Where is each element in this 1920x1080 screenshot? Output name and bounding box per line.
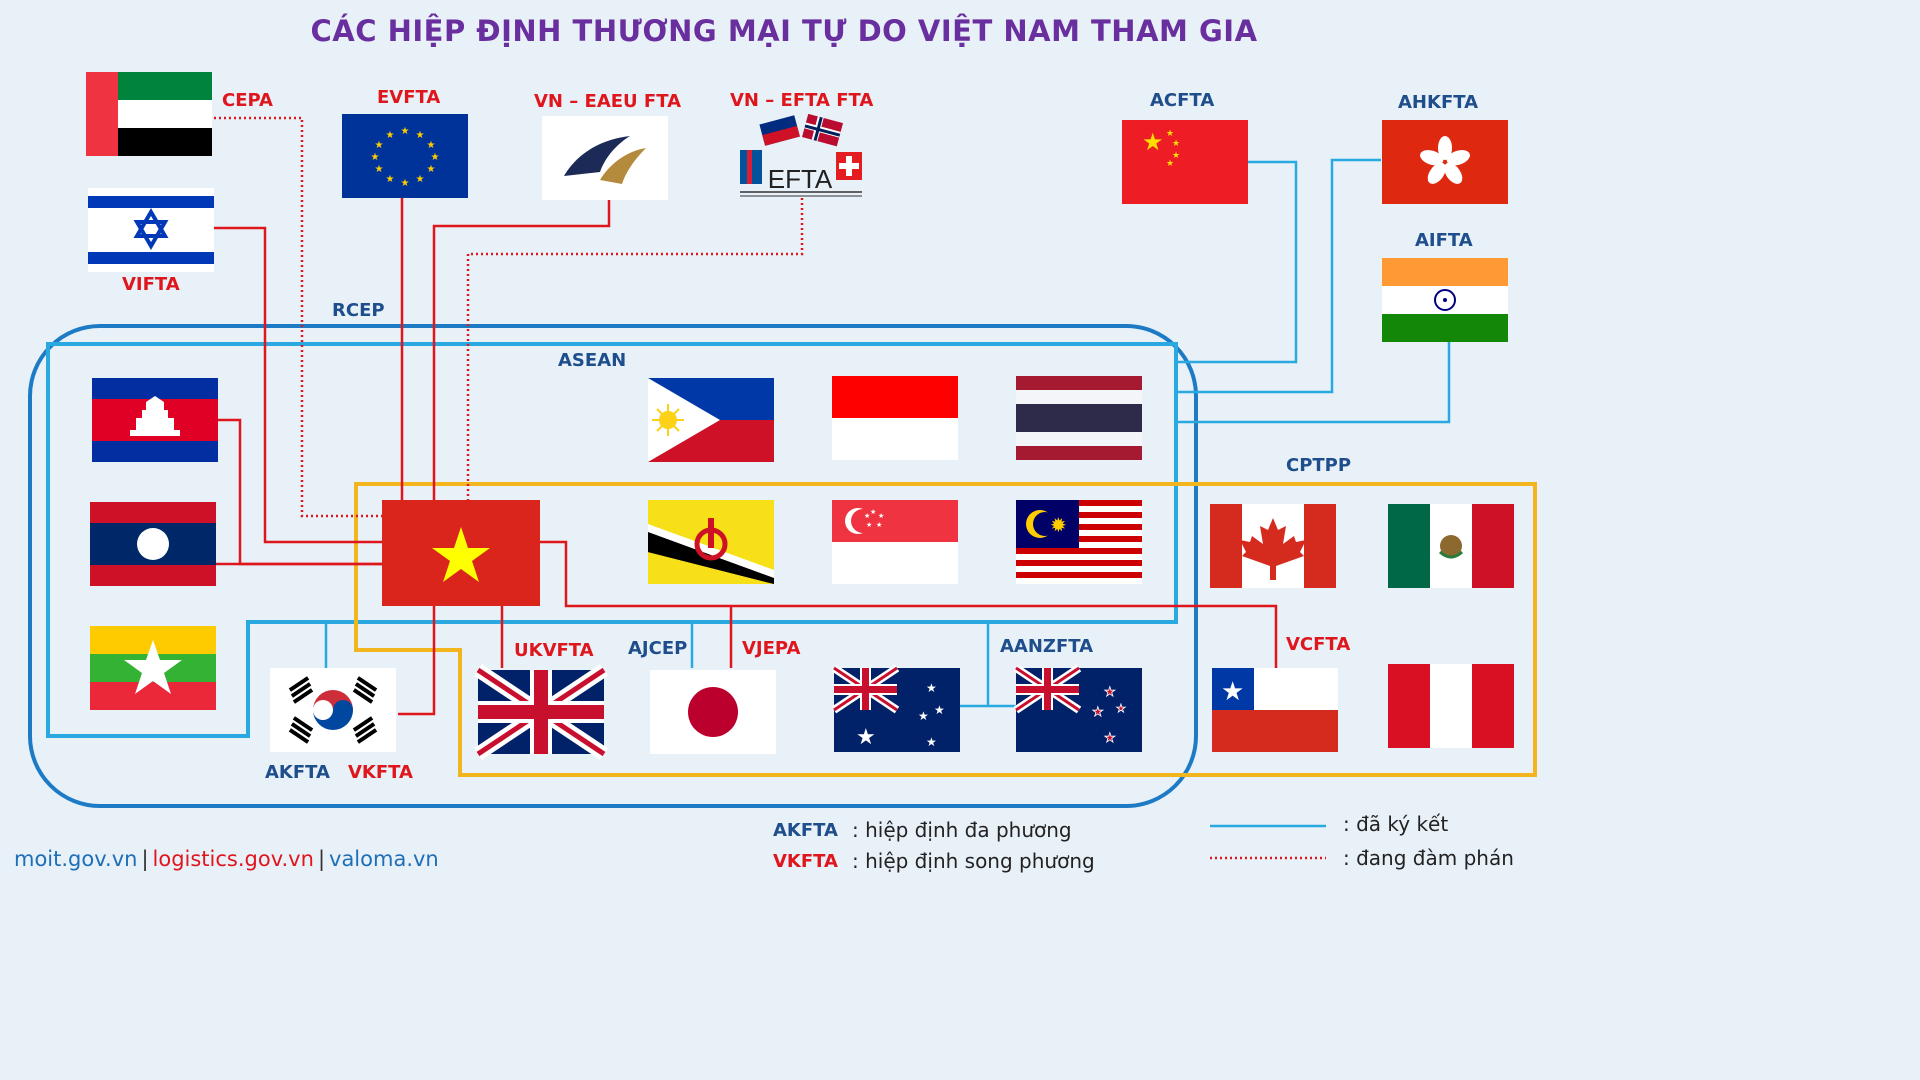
japan-flag bbox=[650, 670, 776, 754]
rcep-label: RCEP bbox=[332, 300, 385, 321]
vifta-label: VIFTA bbox=[122, 274, 180, 295]
svg-text:★: ★ bbox=[427, 164, 436, 175]
thailand-flag bbox=[1016, 376, 1142, 460]
singapore-flag: ★★★★★ bbox=[832, 500, 958, 584]
svg-text:★: ★ bbox=[375, 140, 384, 151]
chile-flag: ★ bbox=[1212, 668, 1338, 752]
svg-text:★: ★ bbox=[1166, 159, 1174, 169]
svg-text:★: ★ bbox=[416, 130, 425, 141]
svg-text:★: ★ bbox=[1172, 139, 1180, 149]
footer-links: moit.gov.vn|logistics.gov.vn|valoma.vn bbox=[14, 847, 439, 871]
svg-text:★: ★ bbox=[1142, 128, 1164, 156]
svg-text:★: ★ bbox=[1116, 702, 1126, 715]
negotiating-connectors bbox=[214, 116, 804, 518]
eaeu-logo bbox=[542, 116, 668, 200]
cambodia-flag bbox=[92, 378, 218, 462]
efta-logo: EFTA bbox=[738, 112, 864, 198]
laos-flag bbox=[90, 502, 216, 586]
footer-link-moit[interactable]: moit.gov.vn bbox=[14, 847, 138, 871]
svg-text:★: ★ bbox=[934, 703, 945, 717]
svg-text:★: ★ bbox=[386, 174, 395, 185]
svg-text:★: ★ bbox=[1166, 129, 1174, 139]
uae-flag bbox=[86, 72, 212, 156]
svg-text:★: ★ bbox=[1092, 705, 1104, 720]
asean-outline bbox=[46, 342, 1178, 738]
page-title: CÁC HIỆP ĐỊNH THƯƠNG MẠI TỰ DO VIỆT NAM … bbox=[310, 14, 1258, 48]
svg-text:★: ★ bbox=[1104, 731, 1116, 746]
ahkfta-label: AHKFTA bbox=[1398, 92, 1479, 113]
cepa-label: CEPA bbox=[222, 90, 273, 111]
vcfta-label: VCFTA bbox=[1286, 634, 1351, 655]
bilateral-connectors bbox=[213, 198, 1278, 716]
israel-flag bbox=[88, 188, 214, 272]
newzealand-flag: ★★★★ bbox=[1013, 664, 1142, 752]
eu-flag: ★★★★★★ ★★★★★★ bbox=[342, 114, 468, 198]
svg-text:★: ★ bbox=[864, 512, 870, 520]
footer-link-logistics[interactable]: logistics.gov.vn bbox=[152, 847, 314, 871]
svg-text:★: ★ bbox=[926, 681, 937, 695]
australia-flag: ★ ★ ★ ★ ★ bbox=[831, 664, 960, 752]
vn-eaeu-label: VN – EAEU FTA bbox=[534, 91, 682, 112]
vn-efta-label: VN – EFTA FTA bbox=[730, 90, 874, 111]
svg-text:★: ★ bbox=[431, 152, 440, 163]
akfta-label: AKFTA bbox=[265, 762, 330, 783]
legend-bi-text: : hiệp định song phương bbox=[852, 849, 1095, 873]
vkfta-label: VKFTA bbox=[348, 762, 413, 783]
footer-separator: | bbox=[141, 847, 149, 871]
fta-diagram: ★★★★★★ ★★★★★★ EFTA ★ ★ ★ ★ ★ bbox=[28, 72, 1537, 860]
footer-link-valoma[interactable]: valoma.vn bbox=[329, 847, 439, 871]
svg-text:★: ★ bbox=[401, 126, 410, 137]
svg-text:★: ★ bbox=[401, 178, 410, 189]
rcep-box bbox=[28, 324, 1198, 808]
legend-bi-code: VKFTA bbox=[773, 851, 838, 872]
svg-text:★: ★ bbox=[1104, 685, 1116, 700]
philippines-flag bbox=[648, 378, 774, 462]
legend-signed-text: : đã ký kết bbox=[1343, 812, 1449, 836]
legend-negotiating-text: : đang đàm phán bbox=[1343, 846, 1514, 870]
vjepa-label: VJEPA bbox=[742, 638, 801, 659]
ajcep-label: AJCEP bbox=[628, 638, 688, 659]
svg-text:★: ★ bbox=[1221, 677, 1244, 707]
multilateral-connectors bbox=[324, 158, 1451, 708]
svg-text:★: ★ bbox=[926, 735, 937, 749]
myanmar-flag bbox=[90, 626, 216, 710]
aanzfta-label: AANZFTA bbox=[1000, 636, 1094, 657]
svg-text:★: ★ bbox=[427, 140, 436, 151]
acfta-label: ACFTA bbox=[1150, 90, 1215, 111]
efta-logo-text: EFTA bbox=[768, 164, 833, 194]
india-flag bbox=[1382, 258, 1508, 342]
mexico-flag bbox=[1388, 504, 1514, 588]
malaysia-flag: ✹ bbox=[1016, 500, 1142, 584]
indonesia-flag bbox=[832, 376, 958, 460]
svg-text:★: ★ bbox=[1172, 151, 1180, 161]
korea-flag bbox=[270, 668, 396, 752]
evfta-label: EVFTA bbox=[377, 87, 441, 108]
hongkong-flag bbox=[1382, 120, 1508, 204]
china-flag: ★ ★ ★ ★ ★ bbox=[1122, 120, 1248, 204]
svg-text:★: ★ bbox=[918, 709, 929, 723]
footer-separator: | bbox=[317, 847, 326, 871]
svg-text:★: ★ bbox=[878, 512, 884, 520]
vietnam-flag bbox=[382, 500, 540, 606]
cptpp-outline bbox=[354, 482, 1537, 777]
legend-multi-code: AKFTA bbox=[773, 820, 838, 841]
asean-label: ASEAN bbox=[558, 350, 627, 371]
brunei-flag bbox=[648, 500, 774, 584]
svg-text:★: ★ bbox=[870, 508, 876, 516]
svg-text:★: ★ bbox=[386, 130, 395, 141]
svg-text:★: ★ bbox=[416, 174, 425, 185]
legend-multi-text: : hiệp định đa phương bbox=[852, 818, 1072, 842]
svg-text:★: ★ bbox=[375, 164, 384, 175]
svg-text:✹: ✹ bbox=[1050, 513, 1067, 537]
svg-text:★: ★ bbox=[876, 521, 882, 529]
peru-flag bbox=[1388, 664, 1514, 748]
svg-text:★: ★ bbox=[371, 152, 380, 163]
svg-text:★: ★ bbox=[866, 521, 872, 529]
canada-flag bbox=[1210, 504, 1336, 588]
ukvfta-label: UKVFTA bbox=[514, 640, 594, 661]
aifta-label: AIFTA bbox=[1415, 230, 1473, 251]
svg-text:★: ★ bbox=[856, 725, 876, 750]
uk-flag bbox=[474, 664, 608, 760]
cptpp-label: CPTPP bbox=[1286, 455, 1352, 476]
